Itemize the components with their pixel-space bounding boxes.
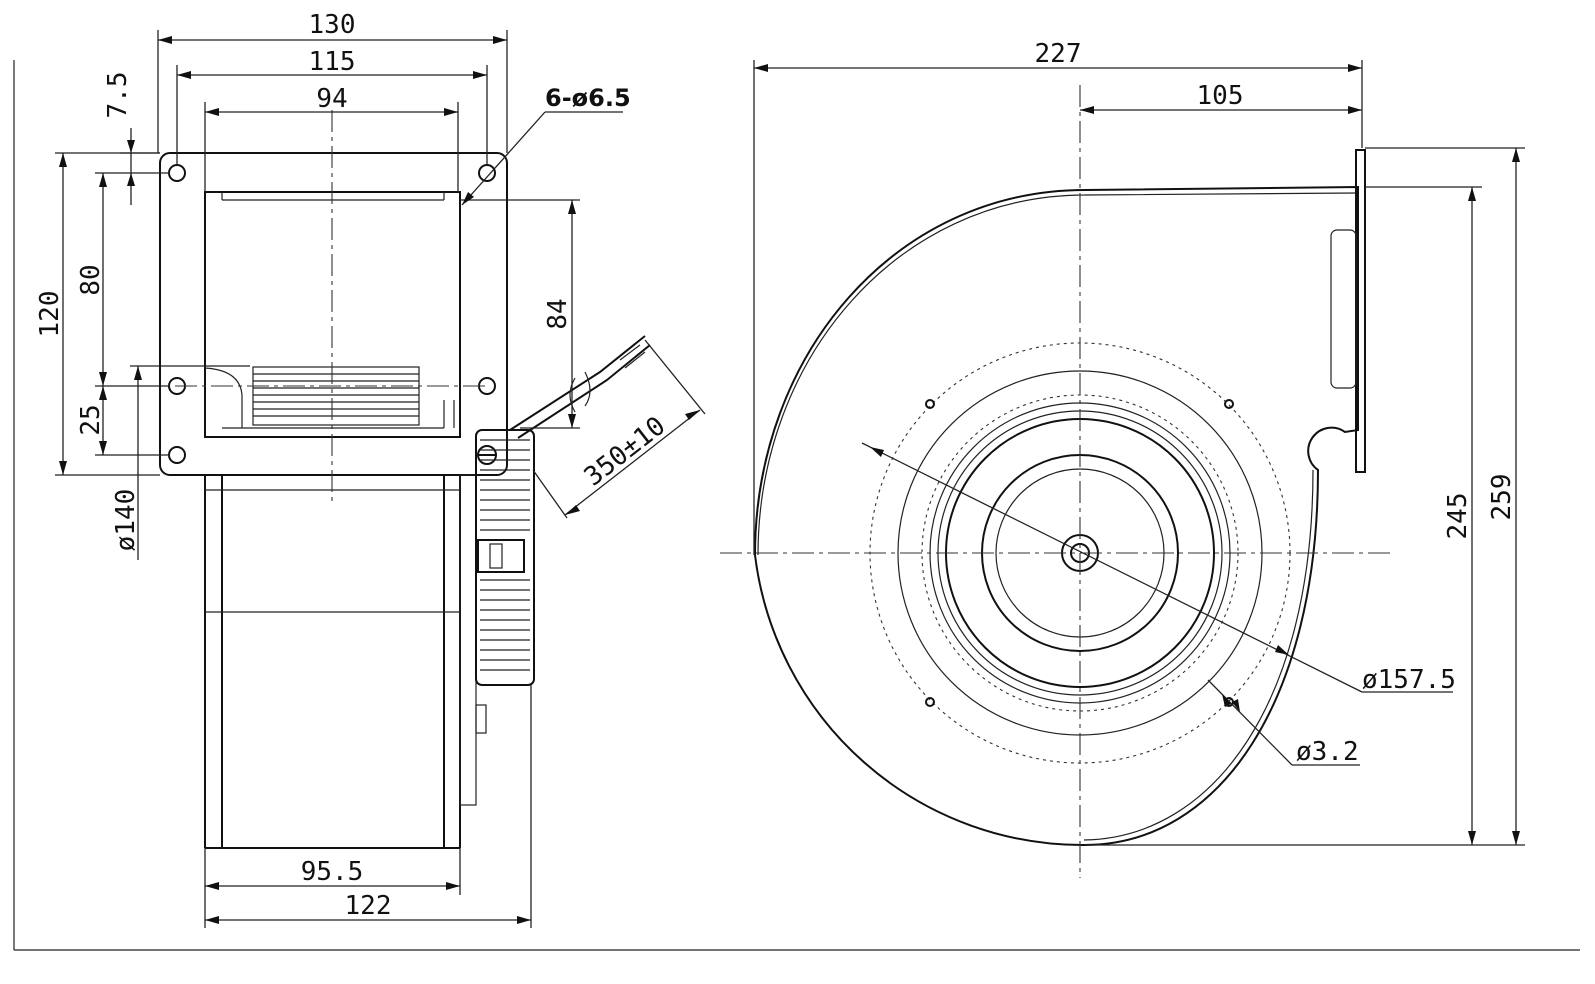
mount-hole — [478, 164, 496, 182]
mounting-flange — [159, 152, 508, 476]
dim-dia-140-label: ø140 — [111, 489, 141, 552]
bolt-hole — [1224, 399, 1234, 409]
dim-122-label: 122 — [345, 891, 392, 921]
side-view: 130 115 94 7.5 — [35, 10, 706, 928]
dim-dia-3-2: ø3.2 — [1207, 679, 1360, 767]
mount-hole — [168, 446, 186, 464]
motor-fins — [475, 429, 535, 686]
dim-227-label: 227 — [1035, 39, 1082, 69]
leader-mount-holes: 6-ø6.5 — [461, 84, 631, 206]
dim-mount-holes-label: 6-ø6.5 — [545, 84, 631, 112]
dim-cable-length-label: 350±10 — [579, 411, 671, 492]
dim-7-5-label: 7.5 — [103, 72, 133, 119]
dim-25: 25 — [76, 386, 170, 456]
dim-7-5: 7.5 — [95, 72, 170, 205]
dim-84: 84 — [460, 199, 580, 429]
front-view: 227 105 245 259 — [720, 39, 1525, 878]
dim-25-label: 25 — [76, 404, 106, 435]
dim-130: 130 — [157, 10, 508, 153]
dim-105-label: 105 — [1197, 81, 1244, 111]
dim-80-label: 80 — [76, 264, 106, 295]
impeller-blades — [252, 366, 420, 426]
dim-120-label: 120 — [35, 291, 65, 338]
dim-80: 80 — [76, 173, 170, 387]
ground-screw — [477, 445, 497, 465]
bolt-hole — [925, 399, 935, 409]
power-cable — [509, 335, 651, 439]
housing-body — [204, 474, 487, 849]
dim-122: 122 — [205, 685, 532, 928]
dim-dia-157-5-label: ø157.5 — [1362, 665, 1456, 695]
dim-259-label: 259 — [1487, 474, 1517, 521]
dim-94-label: 94 — [316, 84, 347, 114]
dim-245: 245 — [1085, 186, 1525, 846]
dim-227: 227 — [753, 39, 1363, 555]
dim-95-5: 95.5 — [204, 848, 461, 928]
dim-105: 105 — [1080, 81, 1362, 114]
volute-housing — [753, 185, 1359, 847]
dim-245-label: 245 — [1443, 493, 1473, 540]
dim-dia-3-2-label: ø3.2 — [1296, 737, 1359, 767]
dim-dia-140: ø140 — [111, 365, 250, 560]
dim-cable-length: 350±10 — [532, 339, 706, 519]
dim-120: 120 — [35, 152, 160, 476]
dim-dia-157-5: ø157.5 — [861, 442, 1456, 695]
dim-115-label: 115 — [309, 47, 356, 77]
dim-115: 115 — [176, 47, 488, 165]
dim-259: 259 — [1365, 147, 1525, 845]
mount-hole — [168, 164, 186, 182]
dim-94: 94 — [204, 84, 459, 192]
bolt-hole — [925, 697, 935, 707]
dim-84-label: 84 — [543, 298, 573, 329]
dim-130-label: 130 — [309, 10, 356, 40]
dim-95-5-label: 95.5 — [301, 857, 364, 887]
